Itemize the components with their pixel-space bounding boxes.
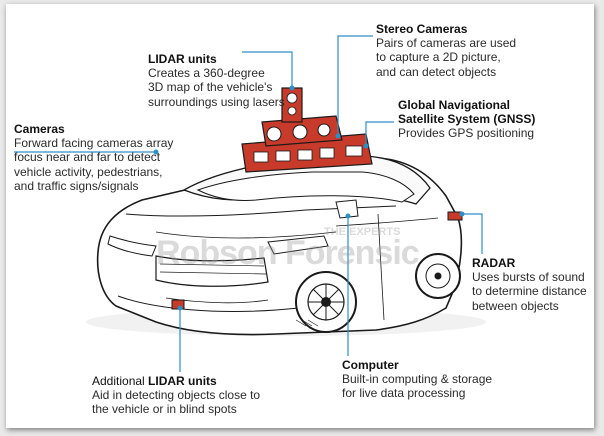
leader-dots (153, 85, 465, 311)
rear-wheel (415, 253, 461, 299)
diagram-frame: THE EXPERTS Robson Forensic Stereo Camer… (6, 4, 594, 428)
lidar-tower (281, 87, 303, 123)
roof-sensor-rack (241, 115, 373, 173)
label-computer: Computer Built-in computing & storage fo… (342, 358, 542, 401)
label-additional-lidar: Additional LIDAR units Aid in detecting … (92, 374, 312, 417)
headlight-right (267, 235, 329, 255)
car-illustration (14, 35, 486, 372)
label-desc: Built-in computing & storage for live da… (342, 372, 493, 401)
label-title: RADAR (472, 256, 516, 270)
label-stereo-cameras: Stereo Cameras Pairs of cameras are used… (376, 22, 586, 79)
windshield (196, 171, 415, 203)
side-mirror (335, 199, 359, 219)
label-title: Global Navigational Satellite System (GN… (398, 98, 536, 127)
label-cameras: Cameras Forward facing cameras array foc… (14, 122, 214, 193)
label-title: Cameras (14, 122, 65, 136)
label-title: Computer (342, 358, 399, 372)
front-wheel (295, 271, 357, 333)
label-title: Stereo Cameras (376, 22, 468, 36)
label-gnss: Global Navigational Satellite System (GN… (398, 98, 588, 141)
label-desc: Forward facing cameras array focus near … (14, 136, 174, 193)
label-prefix: Additional (92, 374, 149, 388)
label-title: LIDAR units (148, 374, 217, 388)
label-title: LIDAR units (148, 52, 217, 66)
watermark-large: Robson Forensic (156, 234, 420, 272)
label-desc: Aid in detecting objects close to the ve… (92, 388, 261, 417)
label-radar: RADAR Uses bursts of sound to determine … (472, 256, 592, 313)
grille (155, 255, 269, 287)
label-desc: Provides GPS positioning (398, 126, 535, 141)
label-desc: Pairs of cameras are used to capture a 2… (376, 36, 517, 79)
label-lidar-units: LIDAR units Creates a 360-degree 3D map … (148, 52, 348, 109)
headlight-left (107, 235, 157, 257)
leader-lines (14, 35, 483, 372)
watermark-small: THE EXPERTS (324, 226, 401, 238)
label-desc: Creates a 360-degree 3D map of the vehic… (148, 66, 285, 109)
label-desc: Uses bursts of sound to determine distan… (472, 270, 587, 313)
